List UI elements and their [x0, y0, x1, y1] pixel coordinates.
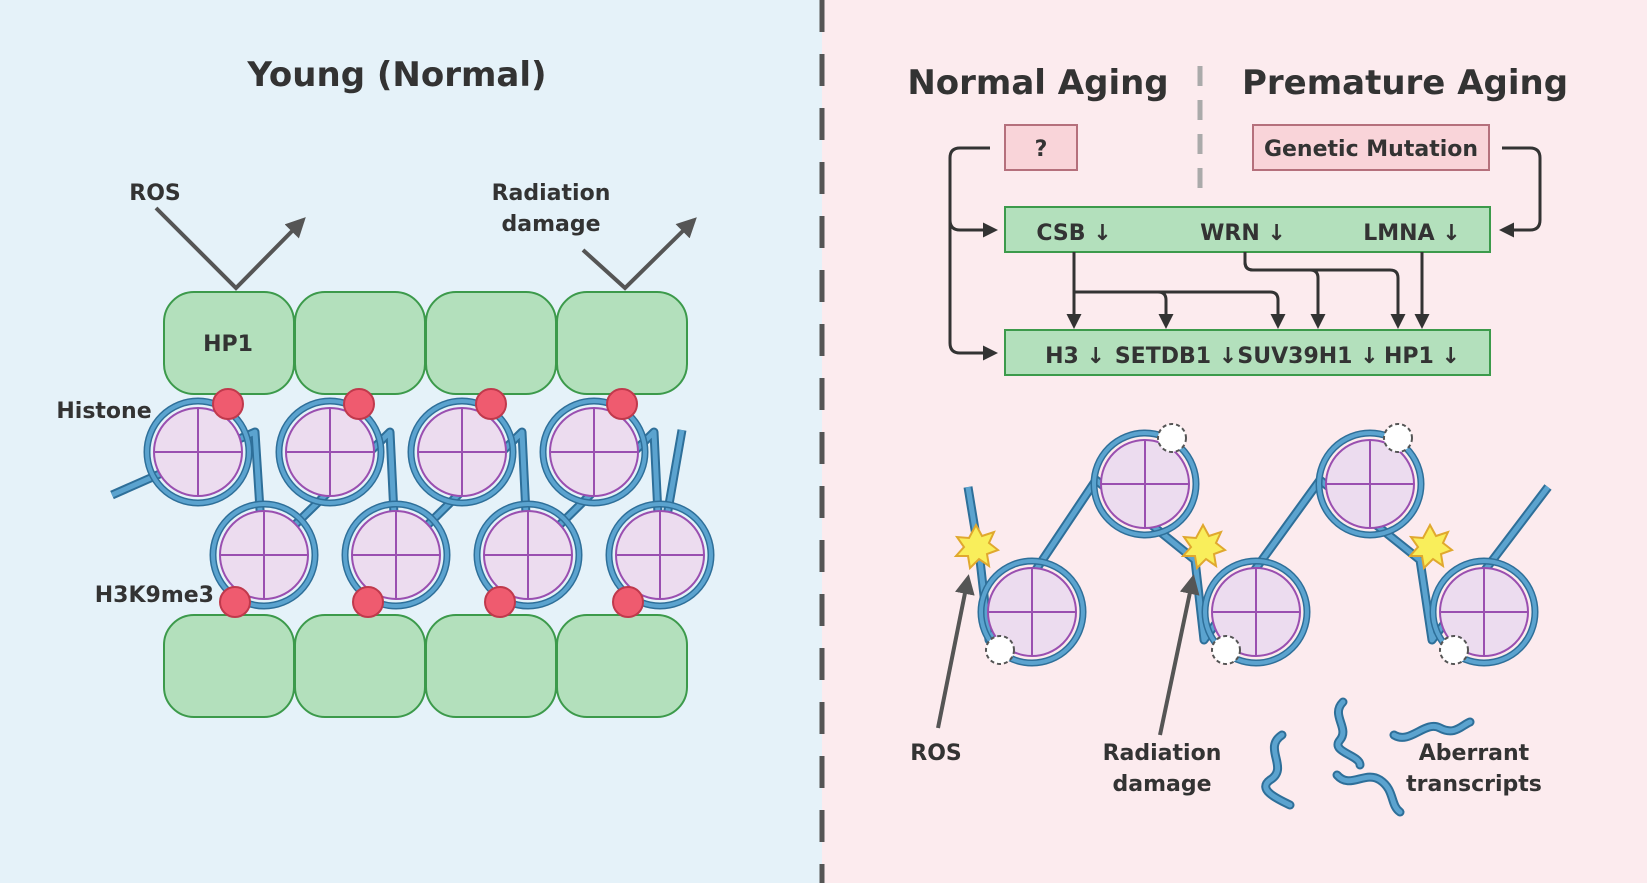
gene-wrn: WRN ↓	[1200, 221, 1286, 246]
hp1-bottom-row	[163, 614, 688, 718]
hp1-label: HP1	[203, 332, 253, 357]
left-panel-title: Young (Normal)	[246, 55, 546, 95]
genetic-mutation-label: Genetic Mutation	[1264, 137, 1478, 162]
aberrant-label-line1: Aberrant	[1419, 741, 1530, 766]
ros-label: ROS	[129, 181, 181, 206]
right-ros-label: ROS	[910, 741, 962, 766]
ros-deflected-arrow	[154, 206, 306, 291]
h3k9me3-marks	[212, 388, 644, 618]
gene-csb: CSB ↓	[1036, 221, 1111, 246]
upstream-gene-bar	[1004, 206, 1491, 253]
lost-h3k9me3-marks	[985, 423, 1469, 665]
nucleosomes-relaxed	[977, 429, 1539, 667]
premature-aging-title: Premature Aging	[1242, 63, 1568, 103]
gene-suv39h1: SUV39H1 ↓	[1237, 344, 1378, 369]
genetic-mutation-box: Genetic Mutation	[1252, 124, 1490, 171]
aberrant-label-line2: transcripts	[1406, 772, 1542, 797]
histone-label: Histone	[56, 399, 151, 424]
right-radiation-label-line1: Radiation	[1103, 741, 1222, 766]
h3k9me3-label: H3K9me3	[95, 583, 214, 608]
damage-star-icons	[953, 522, 1455, 571]
damage-source-arrows	[936, 574, 1200, 736]
hp1-top-row	[163, 291, 688, 395]
gene-hp1: HP1 ↓	[1384, 344, 1460, 369]
radiation-label-line1: Radiation	[492, 181, 611, 206]
gene-h3: H3 ↓	[1045, 344, 1105, 369]
gene-setdb1: SETDB1 ↓	[1115, 344, 1237, 369]
unknown-cause-box: ?	[1004, 124, 1078, 171]
aberrant-transcript-icons	[1261, 697, 1475, 817]
nucleosomes-top-row	[143, 397, 649, 507]
pathway-arrows	[948, 146, 1542, 361]
radiation-deflected-arrow	[581, 217, 697, 291]
gene-lmna: LMNA ↓	[1363, 221, 1460, 246]
nucleosomes-bottom-row	[209, 500, 715, 610]
normal-aging-title: Normal Aging	[907, 63, 1168, 103]
right-radiation-label-line2: damage	[1112, 772, 1211, 797]
unknown-cause-label: ?	[1035, 137, 1048, 162]
downstream-gene-bar	[1004, 329, 1491, 376]
radiation-label-line2: damage	[501, 212, 600, 237]
